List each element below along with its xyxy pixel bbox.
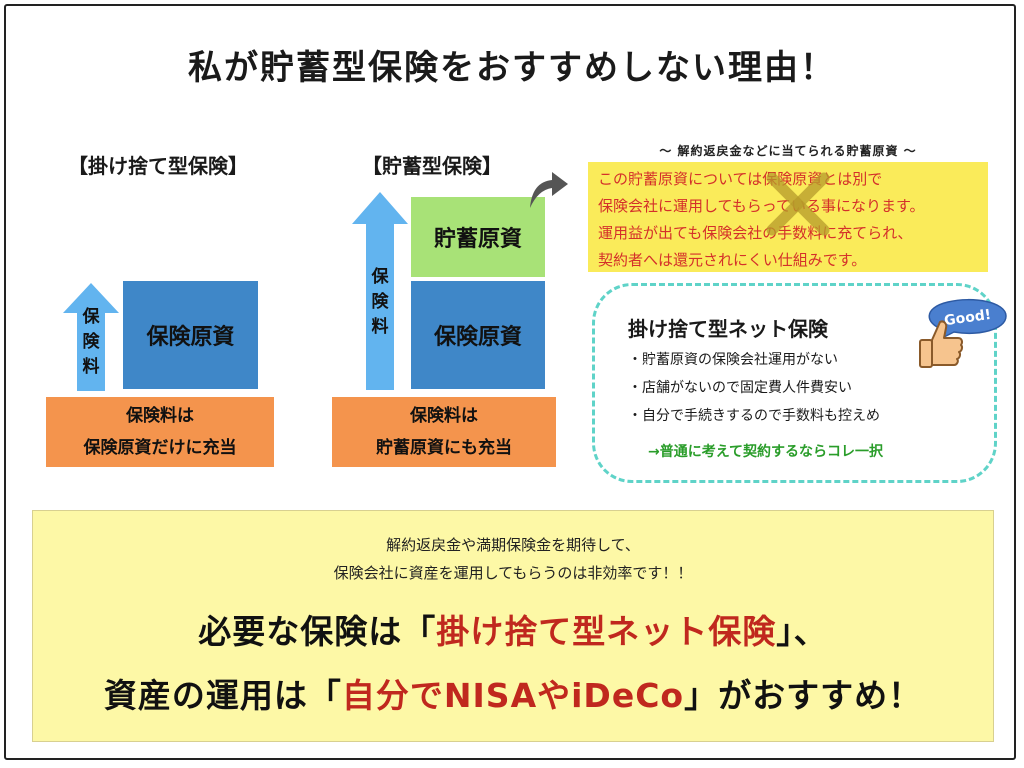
middle-base-line2: 貯蓄原資にも充当 [376,438,512,458]
arrow-label-char: 険 [371,292,389,312]
left-base-block: 保険料は 保険原資だけに充当 [46,397,274,467]
curved-arrow-icon [530,172,568,208]
outer-frame [4,4,1016,760]
net-benefit-list: ・貯蓄原資の保険会社運用がない ・店舗がないので固定費人件費安い ・自分で手続き… [628,346,880,430]
list-item: ・店舗がないので固定費人件費安い [628,380,852,396]
list-item: ・貯蓄原資の保険会社運用がない [628,352,838,368]
list-item: ・自分で手続きするので手数料も控えめ [628,408,880,424]
note-line: 運用益が出ても保険会社の手数料に充てられ、 [598,224,913,242]
summary-sub-line1: 解約返戻金や満期保険金を期待して、 [386,536,640,554]
net-title: 掛け捨て型ネット保険 [628,317,828,341]
left-heading: 【掛け捨て型保険】 [68,154,248,178]
good-badge-icon: Good! [928,298,1007,342]
note-line: 契約者へは還元されにくい仕組みです。 [598,251,867,269]
summary-box: 解約返戻金や満期保険金を期待して、 保険会社に資産を運用してもらうのは非効率です… [32,510,994,742]
summary-main1-pre: 必要な保険は「 [198,612,437,651]
arrow-label-char: 保 [371,267,389,287]
left-block-insurance: 保険原資 [123,281,258,389]
thumbs-up-icon [919,320,964,368]
arrow-label-char: 料 [371,317,389,337]
middle-block-savings: 貯蓄原資 [411,197,545,277]
left-arrow-label: 保険料 [79,305,103,380]
net-conclusion: →普通に考えて契約するならコレ一択 [648,444,884,460]
note-line: 保険会社に運用してもらっている事になります。 [598,197,925,215]
summary-main1-post: 」、 [776,612,828,651]
arrow-up-icon [352,192,408,390]
middle-base-block: 保険料は 貯蓄原資にも充当 [332,397,556,467]
middle-arrow-label: 保険料 [368,265,392,340]
left-base-line1: 保険料は [126,406,194,426]
middle-block-insurance: 保険原資 [411,281,545,389]
left-base-line2: 保険原資だけに充当 [83,438,237,458]
summary-main1-highlight: 掛け捨て型ネット保険 [436,612,777,651]
arrow-label-char: 料 [82,357,100,377]
middle-heading: 【貯蓄型保険】 [362,154,502,178]
summary-main2-highlight: 自分でNISAやiDeCo [341,676,685,715]
summary-main-line2: 資産の運用は「自分でNISAやiDeCo」がおすすめ！ [33,669,993,717]
note-caption: ～ 解約返戻金などに当てられる貯蓄原資 ～ [659,144,917,158]
cross-mark-icon [766,172,830,236]
arrow-up-icon [63,283,119,391]
middle-base-line1: 保険料は [410,406,478,426]
arrow-label-char: 険 [82,332,100,352]
summary-sub-line2: 保険会社に資産を運用してもらうのは非効率です！！ [333,564,693,582]
arrow-label-char: 保 [82,307,100,327]
summary-main2-pre: 資産の運用は「 [103,676,342,715]
good-badge-text: Good! [943,307,992,329]
page-title: 私が貯蓄型保険をおすすめしない理由！ [188,48,836,88]
summary-main-line1: 必要な保険は「掛け捨て型ネット保険」、 [33,605,993,653]
summary-main2-post: 」がおすすめ！ [684,676,923,715]
